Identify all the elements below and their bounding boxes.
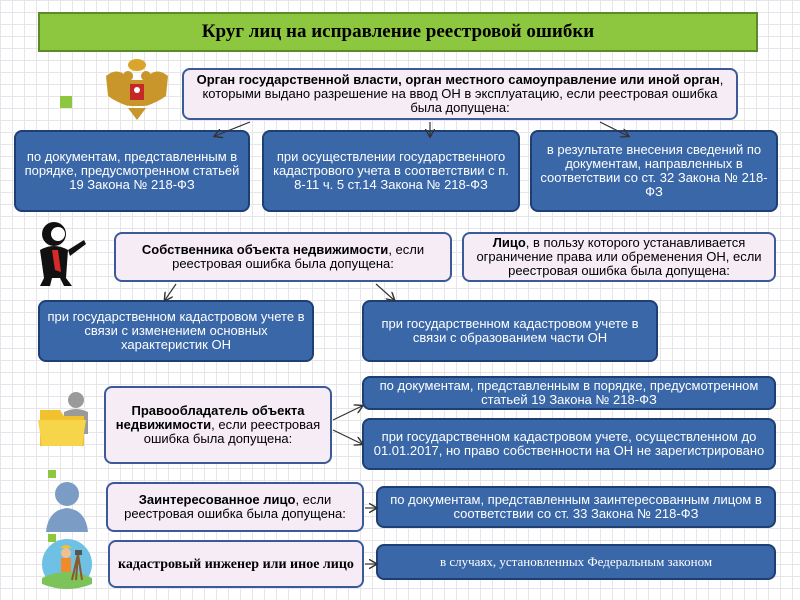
organ-authority-box: Орган государственной власти, орган мест… <box>182 68 738 120</box>
interested-person-box: Заинтересованное лицо, если реестровая о… <box>106 482 364 532</box>
arrow-owner-left <box>165 283 177 300</box>
arrow-holder-bottom <box>332 429 362 444</box>
organ-bold-text: Орган государственной власти, орган мест… <box>196 72 720 87</box>
beneficiary-person-box: Лицо, в пользу которого устанавливается … <box>462 232 776 282</box>
interested-rest-text: , если реестровая ошибка была допущена: <box>124 492 346 521</box>
person-figure-icon <box>28 220 90 288</box>
organ-case-box: по документам, представленным в порядке,… <box>14 130 250 212</box>
organ-case-box: в результате внесения сведений по докуме… <box>530 130 778 212</box>
owner-case-box: при государственном кадастровом учете в … <box>362 300 658 362</box>
owner-bold-text: Собственника объекта недвижимости <box>141 242 389 257</box>
owner-box: Собственника объекта недвижимости, если … <box>114 232 452 282</box>
interested-case-text: по документам, представленным заинтересо… <box>390 492 762 521</box>
folder-person-icon <box>30 388 102 452</box>
green-square-decor <box>48 470 56 478</box>
arrow-organ-left <box>215 121 251 136</box>
green-square-decor <box>60 96 72 108</box>
interested-bold-text: Заинтересованное лицо <box>138 492 296 507</box>
organ-rest-text: , которыми выдано разрешение на ввод ОН … <box>202 72 724 115</box>
owner-case-text: при государственном кадастровом учете в … <box>47 309 305 352</box>
arrow-owner-right <box>375 283 394 300</box>
green-square-decor <box>48 534 56 542</box>
holder-case-box: при государственном кадастровом учете, о… <box>362 418 776 470</box>
page-title: Круг лиц на исправление реестровой ошибк… <box>38 12 758 52</box>
cadastral-engineer-box: кадастровый инженер или иное лицо <box>108 540 364 588</box>
holder-bold-text: Правообладатель объекта недвижимости <box>115 403 305 432</box>
holder-case-text: по документам, представленным в порядке,… <box>379 378 759 407</box>
cadastral-engineer-icon <box>38 538 96 590</box>
holder-case-text: при государственном кадастровом учете, о… <box>373 429 765 458</box>
arrow-holder-top <box>332 406 362 421</box>
holder-rest-text: , если реестровая ошибка была допущена: <box>143 417 321 446</box>
engineer-text: кадастровый инженер или иное лицо <box>118 556 354 572</box>
arrow-organ-right <box>599 121 628 136</box>
coat-of-arms-icon <box>98 56 176 124</box>
avatar-icon <box>44 478 90 534</box>
right-holder-box: Правообладатель объекта недвижимости, ес… <box>104 386 332 464</box>
person-rest-text: , в пользу которого устанавливается огра… <box>476 235 762 278</box>
holder-case-box: по документам, представленным в порядке,… <box>362 376 776 410</box>
organ-case-box: при осуществлении государственного кадас… <box>262 130 520 212</box>
person-bold-text: Лицо <box>492 235 526 250</box>
owner-case-box: при государственном кадастровом учете в … <box>38 300 314 362</box>
organ-case-text: по документам, представленным в порядке,… <box>24 149 240 192</box>
organ-case-text: в результате внесения сведений по докуме… <box>540 142 768 199</box>
engineer-case-box: в случаях, установленных Федеральным зак… <box>376 544 776 580</box>
engineer-case-text: в случаях, установленных Федеральным зак… <box>439 554 713 569</box>
owner-rest-text: , если реестровая ошибка была допущена: <box>172 242 425 271</box>
interested-case-box: по документам, представленным заинтересо… <box>376 486 776 528</box>
owner-case-text: при государственном кадастровом учете в … <box>381 316 639 345</box>
organ-case-text: при осуществлении государственного кадас… <box>273 149 509 192</box>
